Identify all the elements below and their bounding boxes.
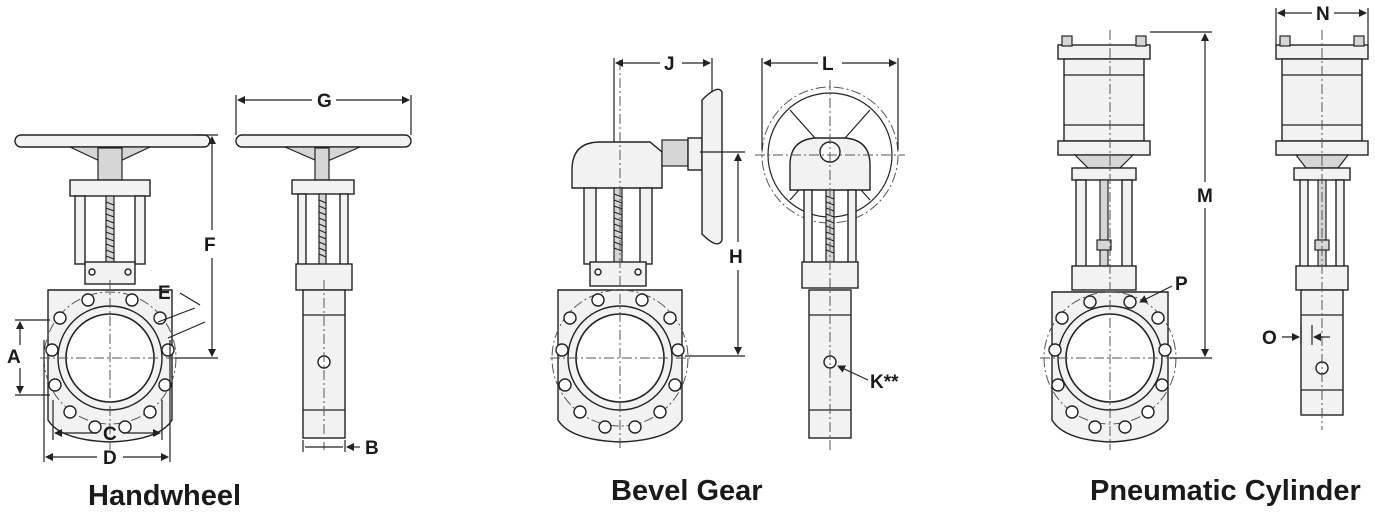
dim-label-a: A: [7, 347, 21, 368]
dim-label-f: F: [204, 235, 216, 256]
pneumatic-front-view: [1040, 30, 1212, 450]
dim-label-l: L: [822, 54, 834, 75]
bevel-gear-side-view: [755, 58, 905, 450]
dim-label-d: D: [103, 448, 117, 469]
dim-label-c: C: [103, 424, 117, 445]
dim-label-j: J: [664, 54, 675, 75]
dim-label-g: G: [317, 91, 332, 112]
handwheel-front-view: [14, 134, 218, 462]
dim-label-p: P: [1175, 274, 1188, 295]
dim-label-n: N: [1316, 4, 1330, 25]
dim-label-e: E: [158, 283, 171, 304]
dim-label-h: H: [729, 247, 743, 268]
caption-handwheel: Handwheel: [88, 480, 241, 512]
dim-label-k: K**: [870, 372, 899, 393]
dim-label-o: O: [1262, 328, 1277, 349]
caption-pneumatic-cylinder: Pneumatic Cylinder: [1090, 475, 1361, 507]
pneumatic-side-view: [1275, 8, 1369, 430]
dim-label-b: B: [365, 438, 379, 459]
caption-bevel-gear: Bevel Gear: [611, 475, 763, 507]
bevel-gear-front-view: [550, 58, 745, 450]
dim-label-m: M: [1197, 186, 1213, 207]
handwheel-side-view: [235, 95, 412, 452]
